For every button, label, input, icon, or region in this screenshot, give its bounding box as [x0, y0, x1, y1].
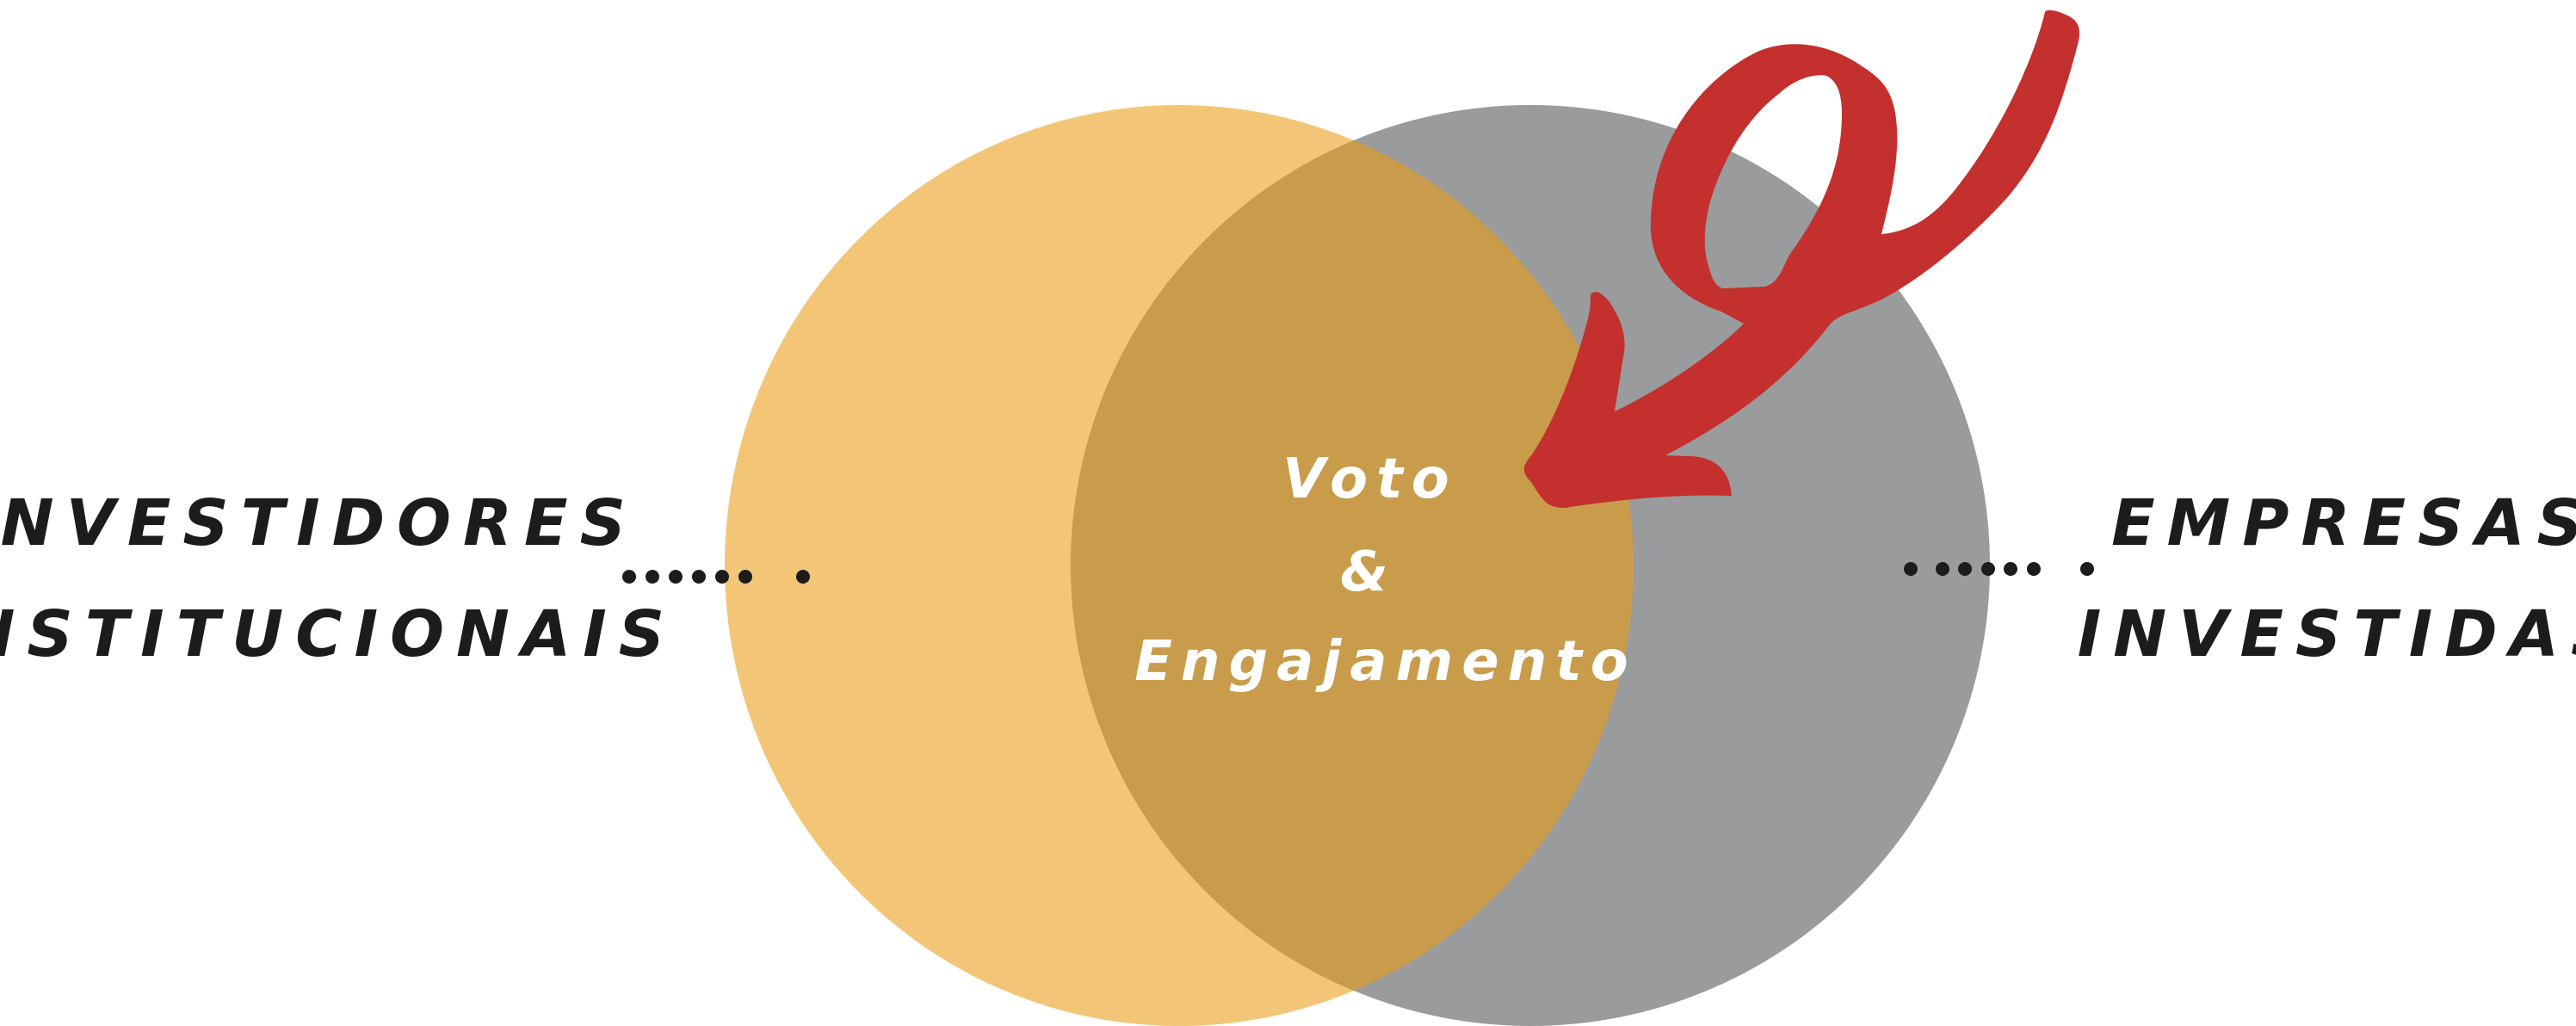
- connector-dot: [796, 570, 810, 584]
- connector-dot: [715, 570, 729, 584]
- center-label-ampersand: &: [1340, 541, 1397, 604]
- companies-label-line2: INVESTIDAS: [2078, 597, 2576, 671]
- connector-dot: [738, 570, 752, 584]
- connector-dot: [1904, 562, 1918, 576]
- center-label-engajamento: Engajamento: [1134, 630, 1637, 694]
- connector-dot: [692, 570, 706, 584]
- companies-label-line1: EMPRESAS: [2111, 486, 2576, 560]
- right-connector-dots: [1904, 562, 2094, 576]
- connector-dot: [2004, 562, 2017, 576]
- center-label-voto: Voto: [1282, 448, 1457, 511]
- curved-arrow-icon: [1523, 9, 2080, 508]
- connector-dot: [2027, 562, 2041, 576]
- connector-dot: [1981, 562, 1995, 576]
- connector-dot: [1936, 562, 1949, 576]
- connector-dot: [2080, 562, 2094, 576]
- connector-dot: [1958, 562, 1972, 576]
- connector-dot: [622, 570, 636, 584]
- investors-label-line1: INVESTIDORES: [0, 486, 638, 560]
- connector-dot: [669, 570, 683, 584]
- left-connector-dots: [622, 570, 810, 584]
- investors-label-line2: INSTITUCIONAIS: [0, 597, 676, 671]
- overlap-region: [1071, 105, 1634, 1026]
- connector-dot: [646, 570, 659, 584]
